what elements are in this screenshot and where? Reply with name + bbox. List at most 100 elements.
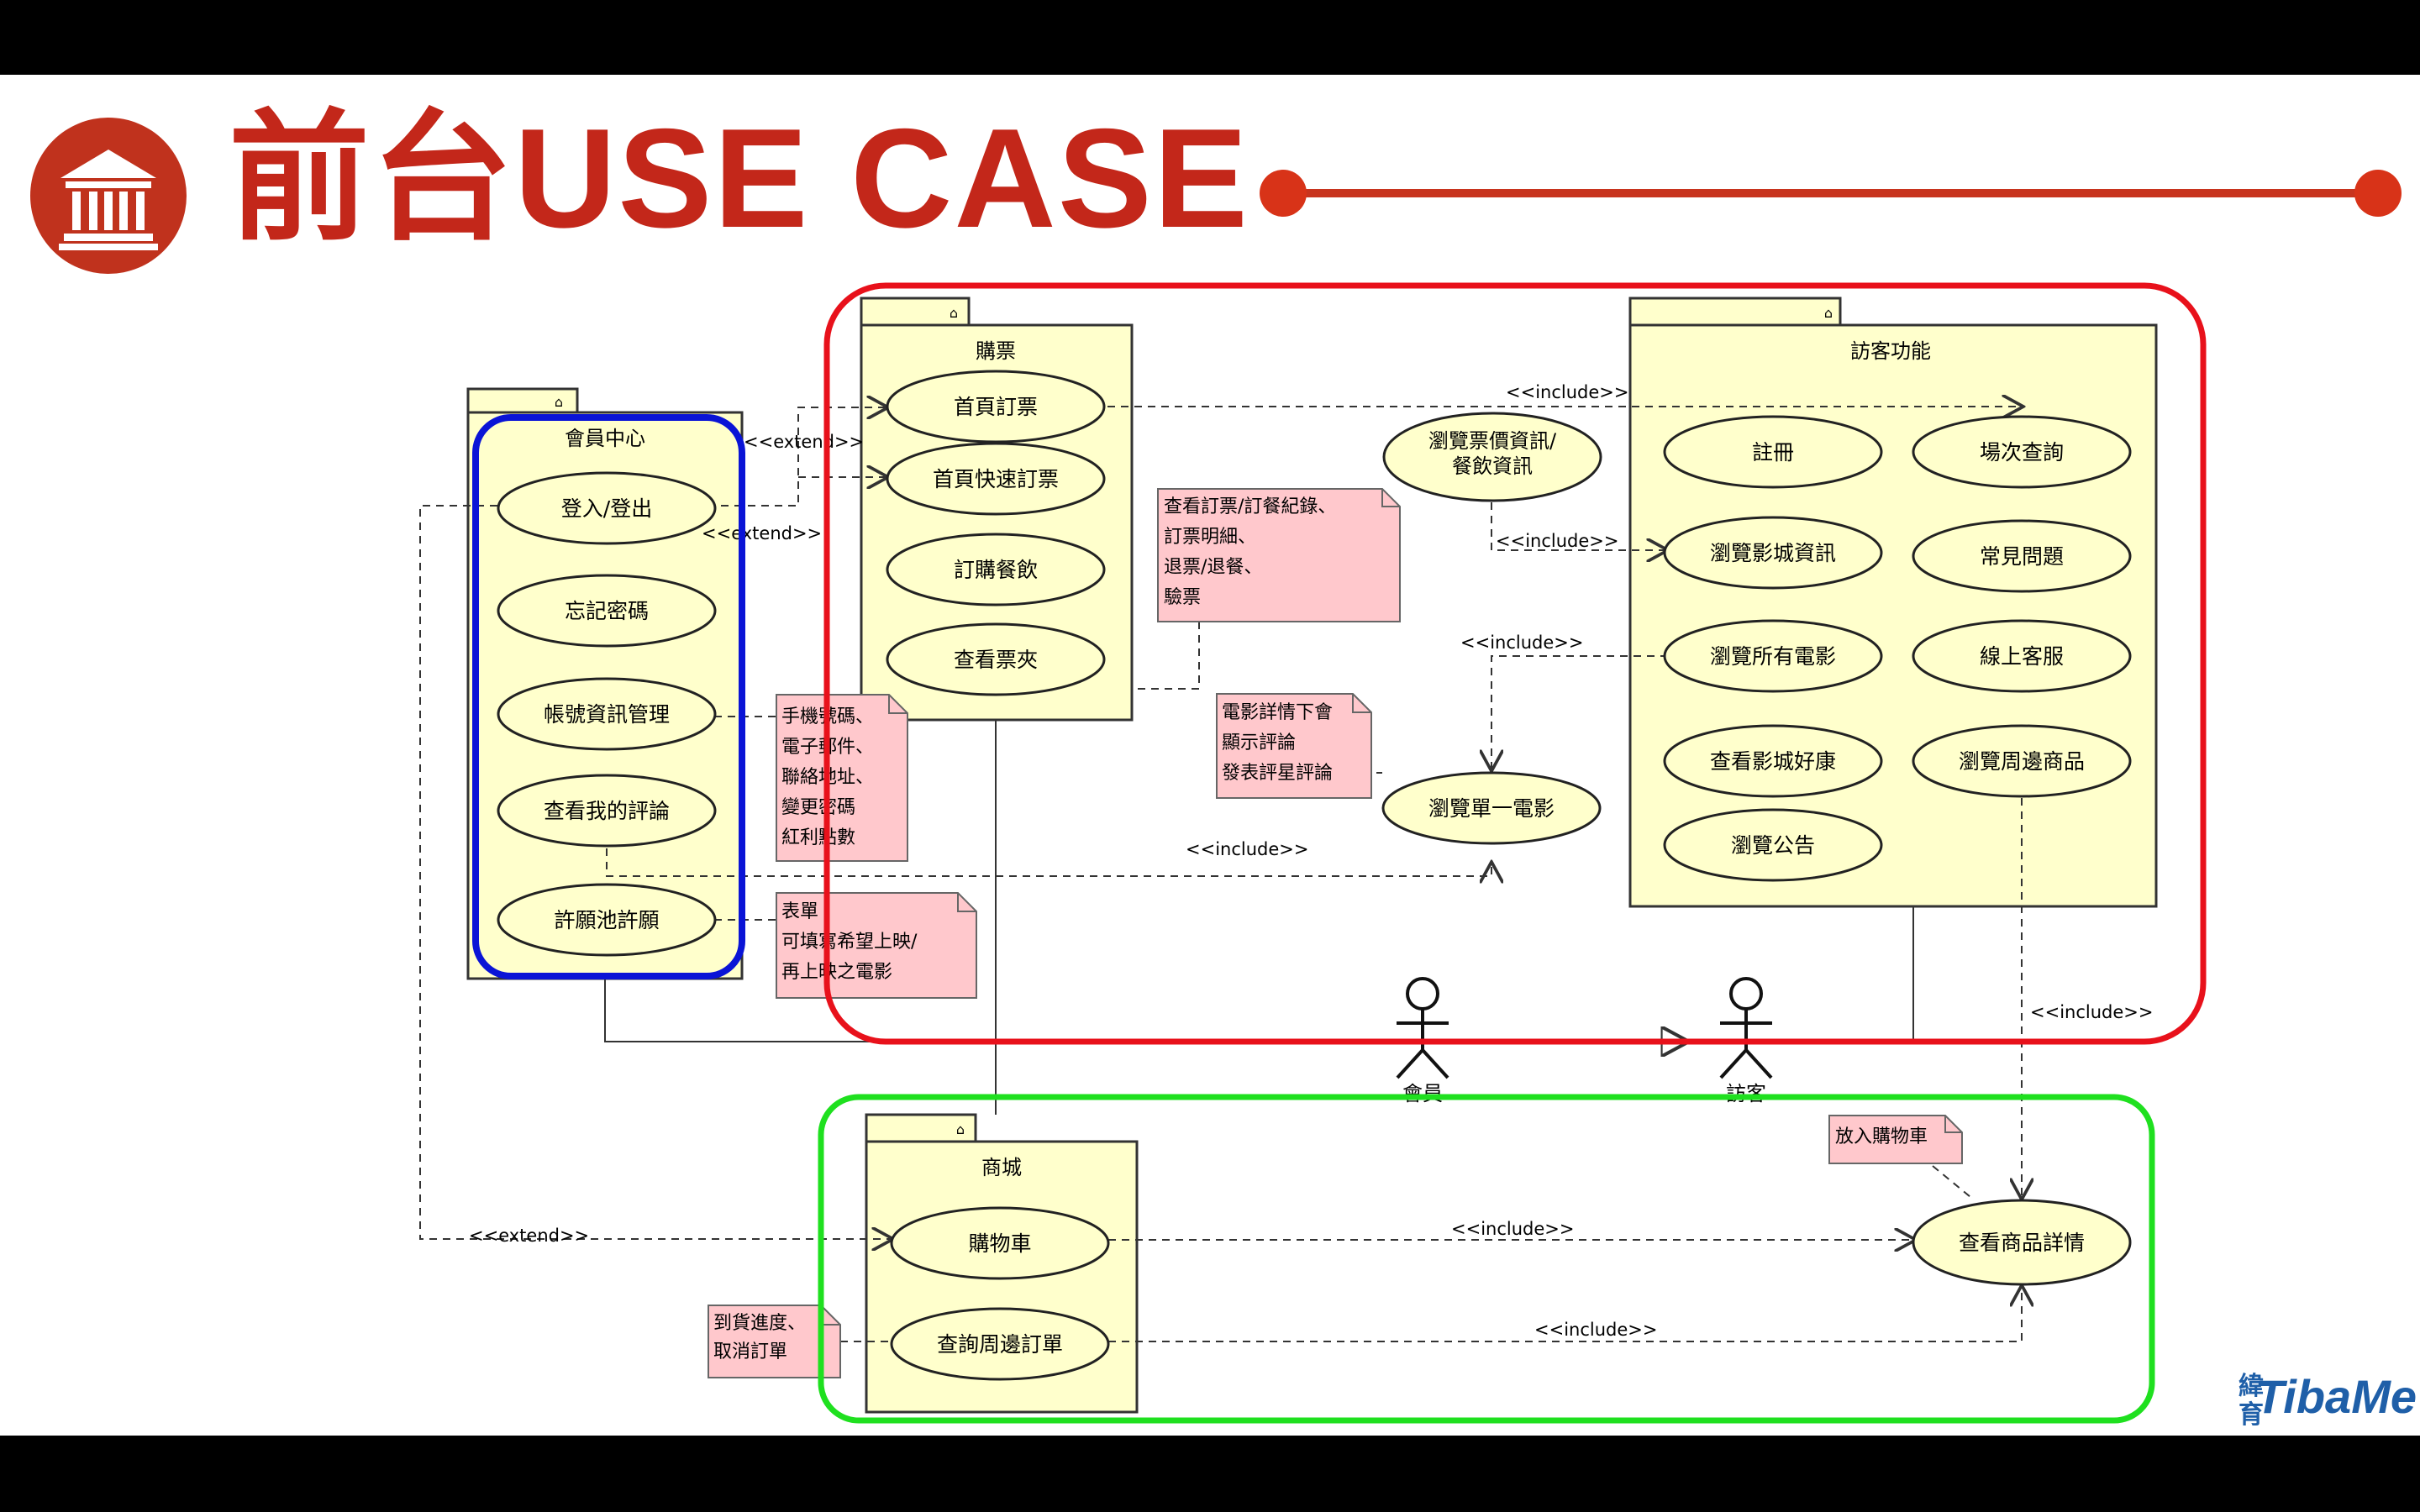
text-line: 表單 [781,901,818,922]
relation-labels: <<extend>> <<extend>> <<extend>> <<inclu… [469,382,2153,1340]
note-add-cart: 放入購物車 [1828,1115,1963,1164]
use-case-product-detail[interactable]: 查看商品詳情 [1912,1199,2132,1286]
actor-member [1396,977,1449,1079]
svg-text:瀏覽單一電影: 瀏覽單一電影 [1428,796,1555,821]
use-case-merch[interactable]: 瀏覽周邊商品 [1912,724,2132,798]
actor-label-visitor: 訪客 [1726,1082,1766,1105]
package-title: 訪客功能 [1850,339,1931,363]
note-lines: 到貨進度、取消訂單 [713,1313,806,1362]
use-case-cart[interactable]: 購物車 [890,1206,1110,1280]
svg-text:登入/登出: 登入/登出 [561,496,652,521]
use-cases-tickets: 首頁訂票 首頁快速訂票 訂購餐飲 查看票夾 [886,370,1106,696]
use-case-quick-booking[interactable]: 首頁快速訂票 [886,442,1106,516]
text-line: 再上映之電影 [781,962,892,983]
include-label: <<include>> [1496,531,1618,551]
svg-text:場次查詢: 場次查詢 [1980,440,2064,465]
text-line: 可填寫希望上映/ [781,932,918,953]
use-case-announcements[interactable]: 瀏覽公告 [1663,808,1883,882]
multiline-label: 瀏覽票價資訊/餐飲資訊 [1428,429,1557,478]
svg-text:線上客服: 線上客服 [1980,644,2064,669]
svg-text:瀏覽影城資訊: 瀏覽影城資訊 [1710,541,1836,565]
text-line: 取消訂單 [713,1341,787,1362]
use-case-showtimes[interactable]: 場次查詢 [1912,415,2132,489]
svg-text:常見問題: 常見問題 [1980,544,2064,569]
note-lines: 電影詳情下會顯示評論發表評星評論 [1222,702,1333,784]
note-movie-detail: 電影詳情下會顯示評論發表評星評論 [1216,693,1372,799]
svg-text:訂購餐飲: 訂購餐飲 [954,558,1038,582]
use-cases-member-center: 登入/登出 忘記密碼 帳號資訊管理 查看我的評論 許願池許願 [497,471,717,957]
text-line: 餐飲資訊 [1452,454,1533,478]
svg-text:⌂: ⌂ [950,305,958,321]
include-label: <<include>> [1534,1320,1657,1340]
svg-text:瀏覽周邊商品: 瀏覽周邊商品 [1959,749,2085,774]
use-case-home-booking[interactable]: 首頁訂票 [886,370,1106,444]
use-case-merch-orders[interactable]: 查詢周邊訂單 [890,1307,1110,1381]
package-title: 會員中心 [565,427,645,450]
use-case-cinema-info[interactable]: 瀏覽影城資訊 [1663,516,1883,590]
text-line: 電影詳情下會 [1222,702,1333,723]
extend-label: <<extend>> [469,1226,589,1246]
text-line: 訂票明細、 [1164,527,1256,548]
use-case-account-info[interactable]: 帳號資訊管理 [497,677,717,751]
use-case-online-support[interactable]: 線上客服 [1912,619,2132,693]
use-case-single-movie[interactable]: 瀏覽單一電影 [1381,771,1602,845]
text-line: 放入購物車 [1835,1126,1928,1147]
extend-label: <<extend>> [702,523,822,543]
use-case-price-info[interactable]: 瀏覽票價資訊/餐飲資訊 [1382,412,1602,502]
svg-text:帳號資訊管理: 帳號資訊管理 [544,702,670,727]
museum-logo-icon [30,118,187,274]
use-case-login[interactable]: 登入/登出 [497,471,717,545]
use-case-register[interactable]: 註冊 [1663,415,1883,489]
svg-text:首頁快速訂票: 首頁快速訂票 [933,467,1059,491]
svg-text:查看票夾: 查看票夾 [954,648,1038,672]
use-case-wish-pool[interactable]: 許願池許願 [497,883,717,957]
title-decor-line [1260,170,2402,217]
note-lines: 放入購物車 [1835,1126,1928,1147]
use-case-my-reviews[interactable]: 查看我的評論 [497,774,717,848]
extend-label: <<extend>> [744,432,864,452]
text-line: 驗票 [1164,587,1201,608]
svg-text:瀏覽公告: 瀏覽公告 [1731,833,1815,858]
include-label: <<include>> [1451,1219,1574,1239]
note-lines: 表單可填寫希望上映/再上映之電影 [781,901,918,983]
text-line: 變更密碼 [781,797,855,818]
use-case-all-movies[interactable]: 瀏覽所有電影 [1663,619,1883,693]
highlight-green-mall [818,1094,2155,1424]
note-order-records: 查看訂票/訂餐紀錄、訂票明細、退票/退餐、驗票 [1157,488,1401,622]
package-visitor: ⌂ 訪客功能 [1628,297,2158,908]
brand-logo-text: TibaMe [2255,1370,2417,1423]
brand-cjk: 緯 育 [2238,1372,2264,1430]
include-label: <<include>> [1186,839,1308,859]
use-case-faq[interactable]: 常見問題 [1912,519,2132,593]
svg-text:查看我的評論: 查看我的評論 [544,799,670,823]
svg-text:查詢周邊訂單: 查詢周邊訂單 [937,1332,1063,1357]
highlight-blue-member [472,414,745,979]
text-line: 到貨進度、 [713,1313,806,1334]
text-line: 退票/退餐、 [1164,557,1262,578]
text-line: 顯示評論 [1222,732,1296,753]
svg-text:首頁訂票: 首頁訂票 [954,395,1038,419]
note-lines: 查看訂票/訂餐紀錄、訂票明細、退票/退餐、驗票 [1164,496,1336,608]
use-case-cinema-deals[interactable]: 查看影城好康 [1663,724,1883,798]
svg-text:許願池許願: 許願池許願 [554,908,659,932]
svg-text:註冊: 註冊 [1752,440,1794,465]
use-case-forgot-password[interactable]: 忘記密碼 [497,574,717,648]
text-line: 查看訂票/訂餐紀錄、 [1164,496,1336,517]
svg-text:購物車: 購物車 [968,1231,1031,1256]
use-case-order-food[interactable]: 訂購餐飲 [886,533,1106,606]
highlight-red-main [823,282,2207,1045]
include-label: <<include>> [1506,382,1628,402]
use-cases-visitor: 註冊 場次查詢 瀏覽影城資訊 常見問題 瀏覽所有電影 線上客服 查看影城好康 [1663,415,2132,882]
text-line: 發表評星評論 [1222,763,1333,784]
use-case-ticket-wallet[interactable]: 查看票夾 [886,622,1106,696]
svg-text:查看商品詳情: 查看商品詳情 [1959,1231,2085,1255]
text-line: 紅利點數 [781,827,855,848]
slide-title: 前台USE CASE [229,99,1249,257]
svg-text:查看影城好康: 查看影城好康 [1710,749,1836,774]
package-title: 購票 [976,339,1016,363]
note-account-info: 手機號碼、電子郵件、聯絡地址、變更密碼紅利點數 [776,694,908,862]
svg-text:瀏覽所有電影: 瀏覽所有電影 [1710,644,1836,669]
svg-text:⌂: ⌂ [1824,305,1833,321]
note-wish-form: 表單可填寫希望上映/再上映之電影 [776,892,977,999]
text-line: 瀏覽票價資訊/ [1428,429,1557,453]
